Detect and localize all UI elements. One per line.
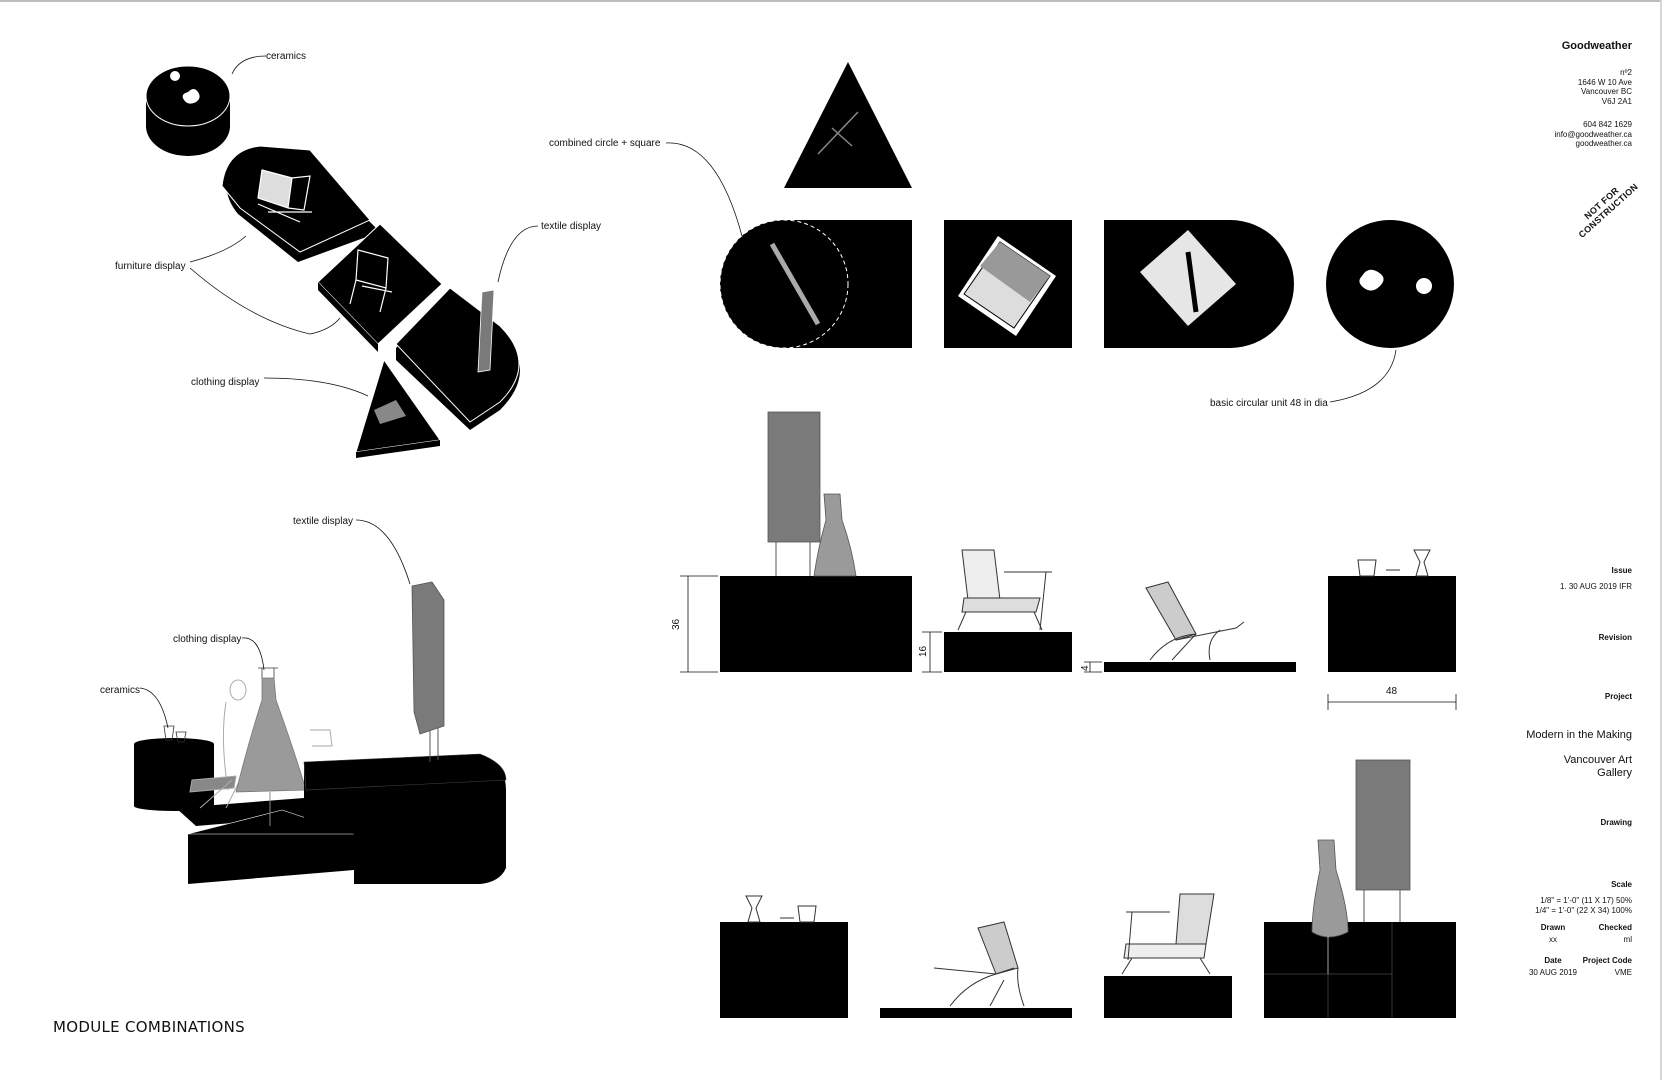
address-line: 1646 W 10 Ave xyxy=(1577,77,1632,87)
scale-label: Scale xyxy=(1611,880,1632,889)
address-line: V6J 2A1 xyxy=(1601,96,1632,106)
label-textile-display-top: textile display xyxy=(541,221,601,232)
elevation-view-1: 36 16 4 xyxy=(671,411,1457,710)
issue-label: Issue xyxy=(1611,566,1632,575)
iso-exploded-view: ceramics furniture display textile displ… xyxy=(115,51,601,458)
drawn-value: xx xyxy=(1549,935,1557,944)
elev2-lounge-module xyxy=(880,1008,1072,1018)
leader-textile-top xyxy=(497,225,539,283)
perspective-view: textile display clothing display ceramic… xyxy=(100,516,507,884)
sheet-right-border xyxy=(1660,0,1662,1080)
label-clothing-display-top: clothing display xyxy=(191,377,259,388)
label-ceramics-bottom: ceramics xyxy=(100,685,140,696)
elev-ceramics xyxy=(1357,549,1431,577)
elevation-view-2 xyxy=(720,759,1456,1018)
iso-furniture-slab xyxy=(221,145,380,262)
plan-combined-module xyxy=(719,219,912,349)
plan-circle-module xyxy=(1326,220,1454,348)
leader-clothing-bottom xyxy=(241,637,265,671)
elev-module-36 xyxy=(720,576,912,672)
project-venue: Vancouver Art Gallery xyxy=(1564,754,1632,780)
leader-combined xyxy=(665,142,743,237)
elev-dress xyxy=(813,493,857,577)
label-combined: combined circle + square xyxy=(549,138,661,149)
label-ceramics-top: ceramics xyxy=(266,51,306,62)
iso-halfround-slab xyxy=(395,287,520,430)
project-code-label: Project Code xyxy=(1582,956,1632,965)
plan-triangle-module xyxy=(784,62,912,188)
dim-4: 4 xyxy=(1080,665,1091,671)
project-name: Modern in the Making xyxy=(1526,729,1632,741)
project-venue-line: Gallery xyxy=(1597,767,1632,779)
leader-ceramics-top xyxy=(231,55,267,75)
plan-square-module xyxy=(944,220,1072,348)
label-basic-circular: basic circular unit 48 in dia xyxy=(1210,398,1328,409)
leader-furniture-1 xyxy=(189,235,247,263)
contact-email: info@goodweather.ca xyxy=(1554,129,1632,139)
leader-basic-circular xyxy=(1329,349,1397,403)
dim-48: 48 xyxy=(1386,686,1398,697)
iso-triangle-slab xyxy=(355,358,441,458)
perspective-textile xyxy=(411,581,445,735)
sheet-top-border xyxy=(0,0,1662,2)
elev-module-48 xyxy=(1328,576,1456,672)
elev-armchair xyxy=(957,549,1052,631)
leader-furniture-2 xyxy=(189,267,341,335)
firm-name: Goodweather xyxy=(1561,40,1632,52)
drawing-label: Drawing xyxy=(1600,818,1632,827)
checked-value: ml xyxy=(1623,935,1632,944)
scale-line-2: 1/4" = 1'-0" (22 X 34) 100% xyxy=(1535,906,1632,915)
elev2-textile-module xyxy=(1264,922,1456,1018)
elev2-dress xyxy=(1311,839,1349,938)
label-textile-display-bottom: textile display xyxy=(293,516,353,527)
leader-ceramics-bottom xyxy=(139,687,169,729)
revision-label: Revision xyxy=(1598,633,1632,642)
dim-36: 36 xyxy=(671,618,682,630)
project-venue-line: Vancouver Art xyxy=(1563,754,1632,766)
elev2-textile xyxy=(1355,759,1411,891)
perspective-lounge-chair xyxy=(189,775,241,809)
leader-clothing-top xyxy=(263,377,369,397)
dim-16: 16 xyxy=(918,645,929,657)
plan-view: combined circle + square basic circular … xyxy=(549,62,1454,409)
iso-ceramics-cylinder xyxy=(145,65,231,156)
sheet-title: MODULE COMBINATIONS xyxy=(53,1018,245,1036)
scale-line-1: 1/8" = 1'-0" (11 X 17) 50% xyxy=(1540,896,1632,905)
address-line: nº2 xyxy=(1620,68,1632,77)
elev2-armchair-module xyxy=(1104,976,1232,1018)
drawn-label: Drawn xyxy=(1540,923,1566,932)
checked-label: Checked xyxy=(1598,923,1632,932)
elev-module-4 xyxy=(1104,662,1296,672)
elev2-lounge-chair xyxy=(933,921,1025,1007)
elev-module-16 xyxy=(944,632,1072,672)
firm-contact: 604 842 1629 info@goodweather.ca goodwea… xyxy=(1554,120,1632,149)
leader-textile-bottom xyxy=(355,519,411,585)
elev2-armchair xyxy=(1121,893,1215,975)
project-code-value: VME xyxy=(1614,968,1632,977)
label-furniture-display: furniture display xyxy=(115,261,186,272)
iso-square-slab xyxy=(317,223,443,352)
date-value: 30 AUG 2019 xyxy=(1528,968,1578,977)
elev-lounge-chair xyxy=(1145,581,1245,661)
issue-value: 1. 30 AUG 2019 IFR xyxy=(1559,582,1632,591)
project-label: Project xyxy=(1604,692,1632,701)
contact-website: goodweather.ca xyxy=(1575,139,1633,148)
firm-address: nº2 1646 W 10 Ave Vancouver BC V6J 2A1 xyxy=(1578,68,1632,106)
label-clothing-display-bottom: clothing display xyxy=(173,634,241,645)
plan-stadium-module xyxy=(1104,220,1294,348)
address-line: Vancouver BC xyxy=(1581,87,1632,96)
contact-phone: 604 842 1629 xyxy=(1583,120,1632,129)
elev-textile xyxy=(767,411,821,543)
perspective-dress xyxy=(235,677,307,793)
date-label: Date xyxy=(1544,956,1562,965)
elev2-ceramics-module xyxy=(720,922,848,1018)
